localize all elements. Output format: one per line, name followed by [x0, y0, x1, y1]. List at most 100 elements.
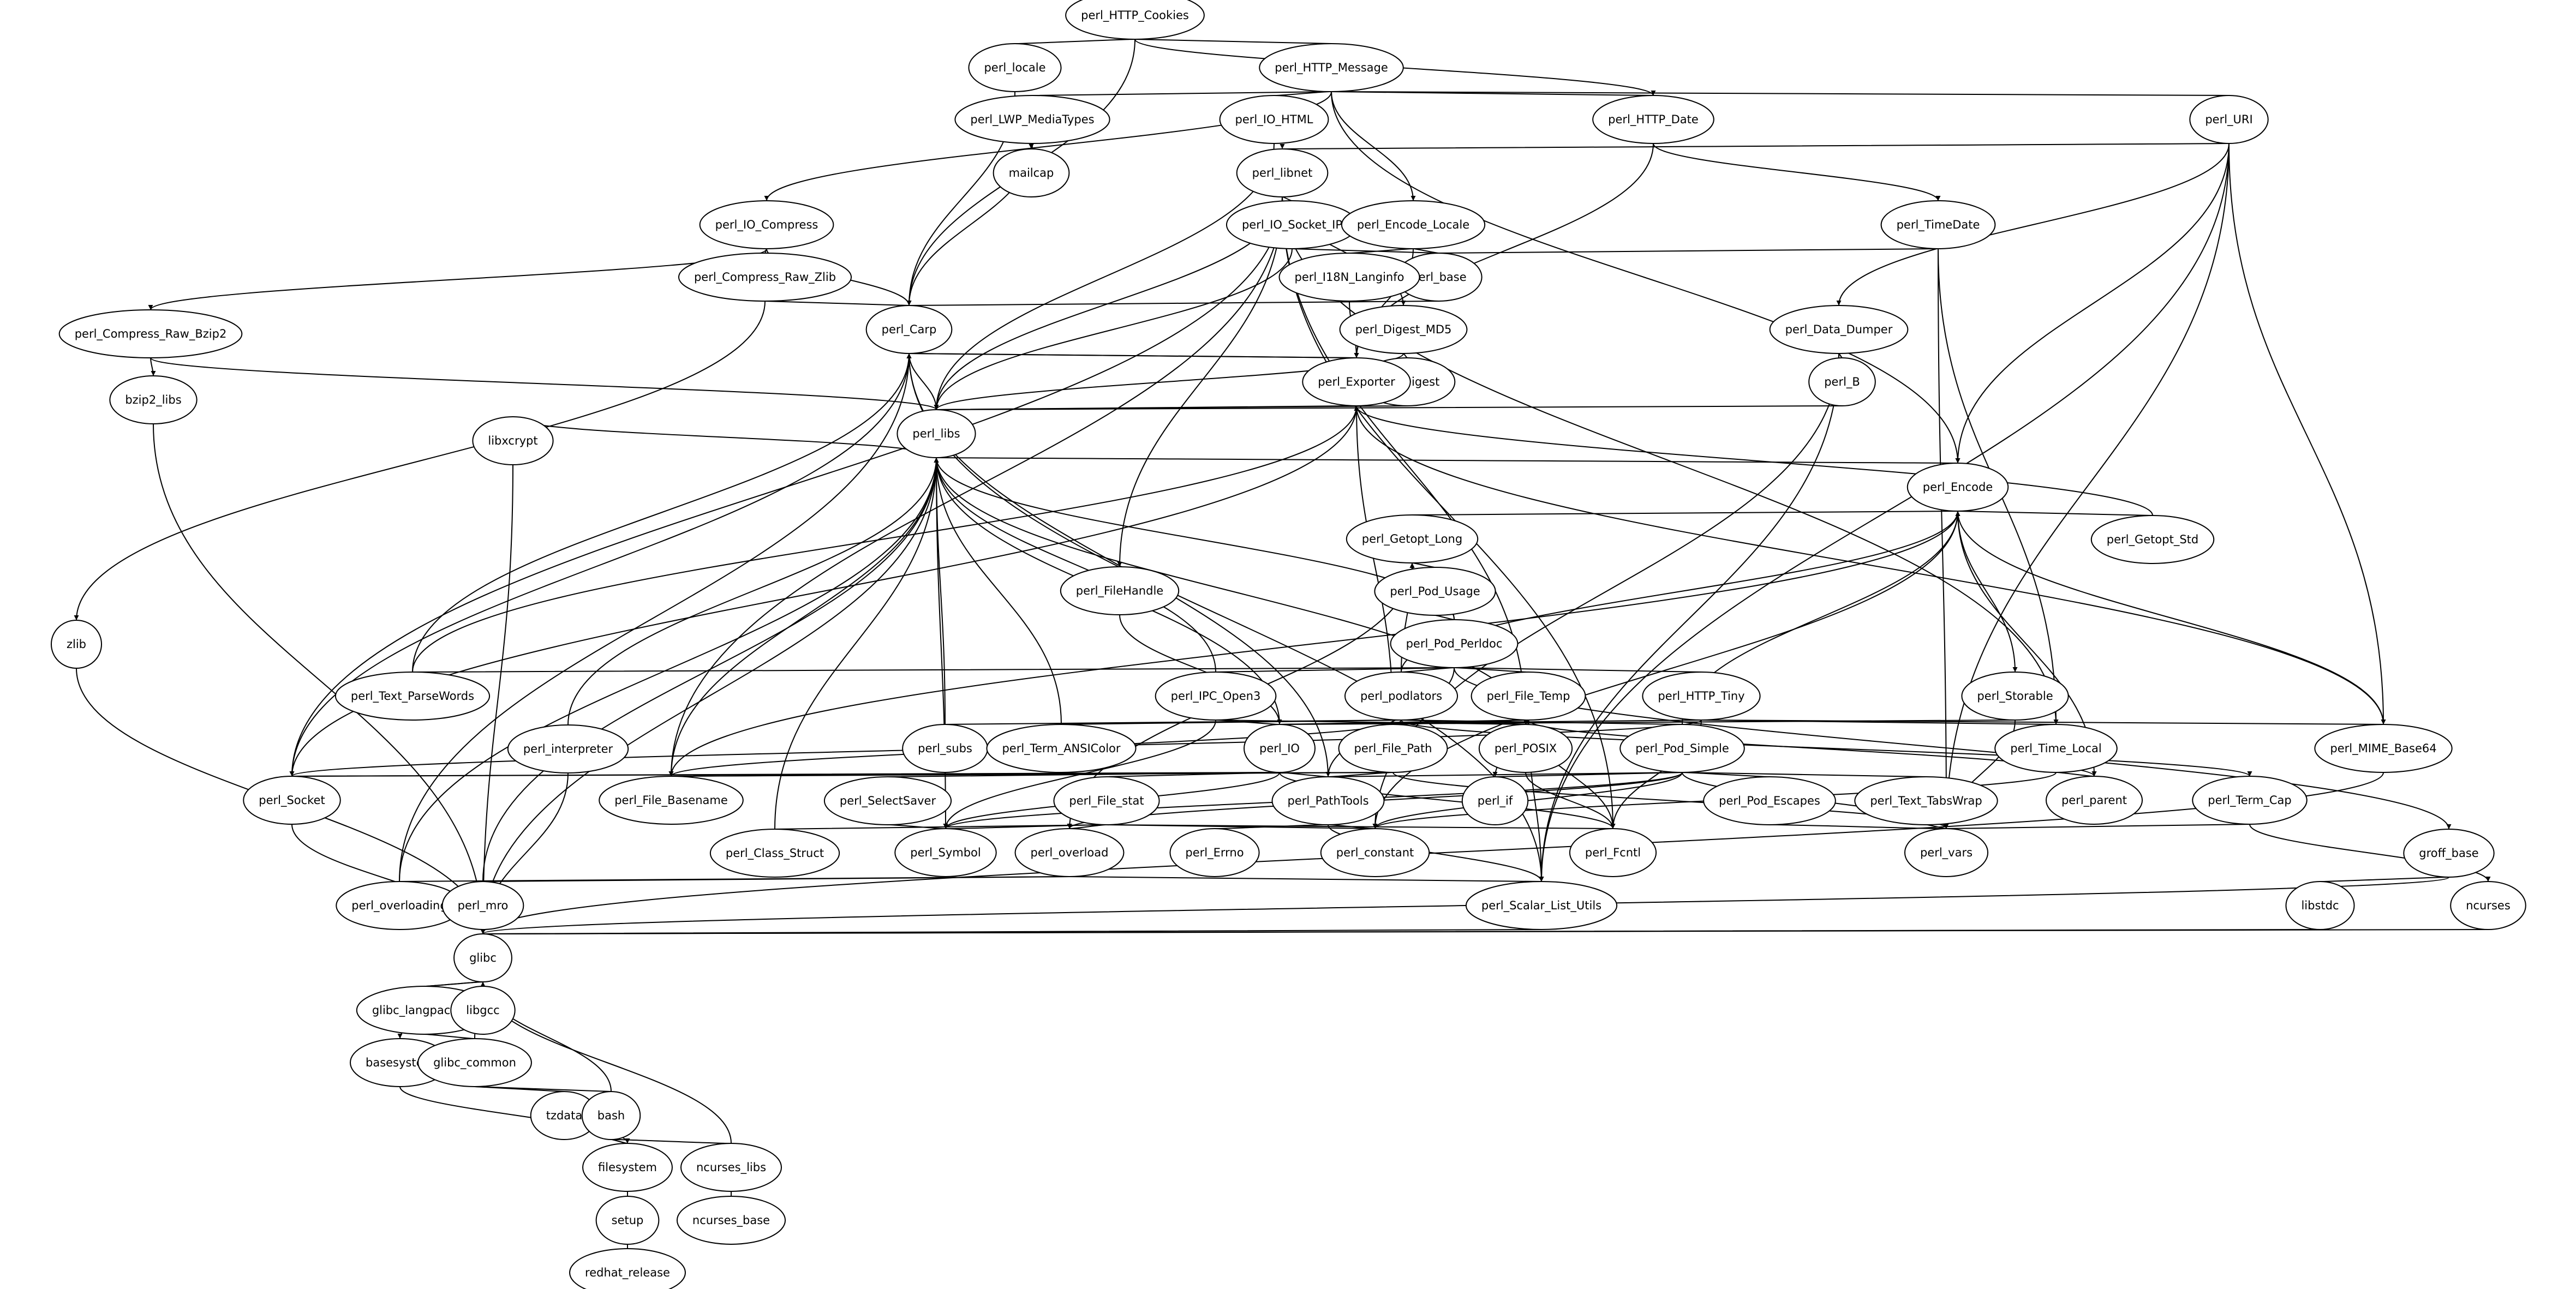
- node-perl_File_Temp[interactable]: perl_File_Temp: [1471, 672, 1586, 721]
- node-perl_File_stat[interactable]: perl_File_stat: [1053, 776, 1160, 825]
- node-label: perl_constant: [1336, 846, 1414, 860]
- node-bzip2_libs[interactable]: bzip2_libs: [109, 375, 198, 424]
- node-perl_Storable[interactable]: perl_Storable: [1961, 672, 2069, 721]
- node-perl_IO_Socket_IP[interactable]: perl_IO_Socket_IP: [1226, 200, 1359, 249]
- node-mailcap[interactable]: mailcap: [993, 148, 1070, 197]
- node-ellipse: [1259, 43, 1404, 92]
- node-perl_Exporter[interactable]: perl_Exporter: [1302, 357, 1411, 406]
- node-perl_HTTP_Date[interactable]: perl_HTTP_Date: [1592, 95, 1714, 144]
- node-perl_IO[interactable]: perl_IO: [1244, 724, 1316, 773]
- node-perl_POSIX[interactable]: perl_POSIX: [1478, 724, 1573, 773]
- node-perl_URI[interactable]: perl_URI: [2189, 95, 2269, 144]
- node-label: glibc_common: [433, 1056, 516, 1070]
- node-perl_PathTools[interactable]: perl_PathTools: [1271, 776, 1385, 825]
- node-ellipse: [582, 1143, 673, 1192]
- node-label: bzip2_libs: [125, 393, 181, 407]
- node-perl_parent[interactable]: perl_parent: [2045, 776, 2143, 825]
- node-ellipse: [1320, 828, 1430, 877]
- node-perl_overload[interactable]: perl_overload: [1014, 828, 1125, 877]
- node-perl_Carp[interactable]: perl_Carp: [865, 305, 953, 354]
- node-perl_SelectSaver[interactable]: perl_SelectSaver: [823, 776, 952, 825]
- node-libstdc[interactable]: libstdc: [2285, 881, 2355, 930]
- node-filesystem[interactable]: filesystem: [582, 1143, 673, 1192]
- node-perl_Socket[interactable]: perl_Socket: [243, 776, 341, 825]
- edge-perl_HTTP_Cookies-to-perl_HTTP_Message: [1134, 38, 1332, 50]
- node-perl_Encode[interactable]: perl_Encode: [1906, 463, 2009, 512]
- node-perl_interpreter[interactable]: perl_interpreter: [507, 724, 629, 774]
- node-setup[interactable]: setup: [595, 1196, 660, 1245]
- node-perl_IPC_Open3[interactable]: perl_IPC_Open3: [1155, 672, 1277, 721]
- node-perl_HTTP_Cookies[interactable]: perl_HTTP_Cookies: [1065, 0, 1205, 40]
- node-perl_constant[interactable]: perl_constant: [1320, 828, 1430, 877]
- node-perl_podlators[interactable]: perl_podlators: [1344, 672, 1459, 721]
- node-perl_mro[interactable]: perl_mro: [441, 881, 524, 930]
- node-perl_overloading[interactable]: perl_overloading: [336, 881, 463, 930]
- node-perl_Pod_Escapes[interactable]: perl_Pod_Escapes: [1703, 776, 1836, 825]
- node-perl_LWP_MediaTypes[interactable]: perl_LWP_MediaTypes: [954, 95, 1110, 144]
- node-perl_HTTP_Tiny[interactable]: perl_HTTP_Tiny: [1642, 672, 1761, 721]
- node-ncurses_libs[interactable]: ncurses_libs: [680, 1143, 782, 1192]
- node-perl_locale[interactable]: perl_locale: [968, 43, 1062, 92]
- node-zlib[interactable]: zlib: [50, 620, 103, 669]
- node-perl_Fcntl[interactable]: perl_Fcntl: [1569, 828, 1657, 877]
- node-ellipse: [2314, 724, 2453, 773]
- node-label: perl_POSIX: [1495, 742, 1557, 756]
- node-ellipse: [1278, 253, 1420, 302]
- node-perl_Pod_Usage[interactable]: perl_Pod_Usage: [1374, 567, 1496, 616]
- node-ncurses[interactable]: ncurses: [2450, 881, 2526, 930]
- node-perl_Term_ANSIColor[interactable]: perl_Term_ANSIColor: [986, 724, 1137, 773]
- node-perl_Getopt_Std[interactable]: perl_Getopt_Std: [2090, 515, 2215, 564]
- node-glibc[interactable]: glibc: [453, 933, 512, 982]
- node-libxcrypt[interactable]: libxcrypt: [472, 416, 554, 465]
- node-perl_Encode_Locale[interactable]: perl_Encode_Locale: [1341, 200, 1486, 249]
- node-libgcc[interactable]: libgcc: [450, 986, 516, 1035]
- node-perl_libs[interactable]: perl_libs: [896, 409, 976, 458]
- edge-perl_subs-to-perl_libs: [934, 457, 946, 725]
- node-perl_Digest_MD5[interactable]: perl_Digest_MD5: [1339, 305, 1468, 354]
- node-perl_Errno[interactable]: perl_Errno: [1169, 828, 1260, 877]
- node-perl_File_Basename[interactable]: perl_File_Basename: [599, 776, 744, 825]
- node-perl_Text_TabsWrap[interactable]: perl_Text_TabsWrap: [1854, 776, 1998, 825]
- node-ellipse: [1906, 463, 2009, 512]
- node-ellipse: [678, 253, 852, 302]
- node-perl_Text_ParseWords[interactable]: perl_Text_ParseWords: [334, 672, 491, 721]
- node-perl_IO_Compress[interactable]: perl_IO_Compress: [699, 200, 834, 249]
- edge-perl_Getopt_Std-to-perl_Exporter: [1354, 405, 2153, 516]
- node-perl_B[interactable]: perl_B: [1808, 357, 1876, 406]
- node-perl_if[interactable]: perl_if: [1461, 776, 1529, 825]
- node-label: perl_libnet: [1252, 166, 1313, 180]
- node-perl_Class_Struct[interactable]: perl_Class_Struct: [709, 829, 840, 878]
- node-label: setup: [612, 1214, 644, 1227]
- node-perl_Symbol[interactable]: perl_Symbol: [894, 828, 997, 877]
- node-perl_Time_Local[interactable]: perl_Time_Local: [1994, 724, 2118, 773]
- node-perl_Pod_Simple[interactable]: perl_Pod_Simple: [1619, 724, 1745, 773]
- node-groff_base[interactable]: groff_base: [2403, 829, 2495, 878]
- node-label: perl_MIME_Base64: [2330, 742, 2436, 756]
- node-perl_IO_HTML[interactable]: perl_IO_HTML: [1219, 95, 1329, 144]
- edge-perl_libs-to-perl_Carp: [906, 353, 937, 410]
- node-perl_Data_Dumper[interactable]: perl_Data_Dumper: [1769, 305, 1909, 354]
- node-perl_I18N_Langinfo[interactable]: perl_I18N_Langinfo: [1278, 253, 1420, 302]
- node-ellipse: [1592, 95, 1714, 144]
- node-bash[interactable]: bash: [581, 1091, 641, 1140]
- node-perl_Compress_Raw_Bzip2[interactable]: perl_Compress_Raw_Bzip2: [58, 309, 243, 358]
- node-perl_Getopt_Long[interactable]: perl_Getopt_Long: [1346, 514, 1479, 563]
- node-perl_File_Path[interactable]: perl_File_Path: [1338, 724, 1448, 773]
- node-perl_HTTP_Message[interactable]: perl_HTTP_Message: [1259, 43, 1404, 92]
- node-redhat_release[interactable]: redhat_release: [569, 1248, 686, 1289]
- node-perl_MIME_Base64[interactable]: perl_MIME_Base64: [2314, 724, 2453, 773]
- node-glibc_common[interactable]: glibc_common: [417, 1038, 532, 1087]
- node-perl_base[interactable]: perl_base: [1395, 253, 1483, 302]
- node-perl_Scalar_List_Utils[interactable]: perl_Scalar_List_Utils: [1465, 881, 1618, 930]
- node-perl_libnet[interactable]: perl_libnet: [1236, 148, 1329, 197]
- node-perl_subs[interactable]: perl_subs: [902, 724, 988, 773]
- node-perl_vars[interactable]: perl_vars: [1904, 828, 1989, 877]
- node-perl_TimeDate[interactable]: perl_TimeDate: [1880, 200, 1996, 249]
- node-ellipse: [1244, 724, 1316, 773]
- node-perl_Compress_Raw_Zlib[interactable]: perl_Compress_Raw_Zlib: [678, 253, 852, 302]
- node-perl_Term_Cap[interactable]: perl_Term_Cap: [2192, 776, 2308, 825]
- node-perl_Pod_Perldoc[interactable]: perl_Pod_Perldoc: [1390, 619, 1519, 668]
- node-ncurses_base[interactable]: ncurses_base: [676, 1196, 786, 1245]
- node-perl_FileHandle[interactable]: perl_FileHandle: [1060, 566, 1180, 615]
- node-ellipse: [1060, 566, 1180, 615]
